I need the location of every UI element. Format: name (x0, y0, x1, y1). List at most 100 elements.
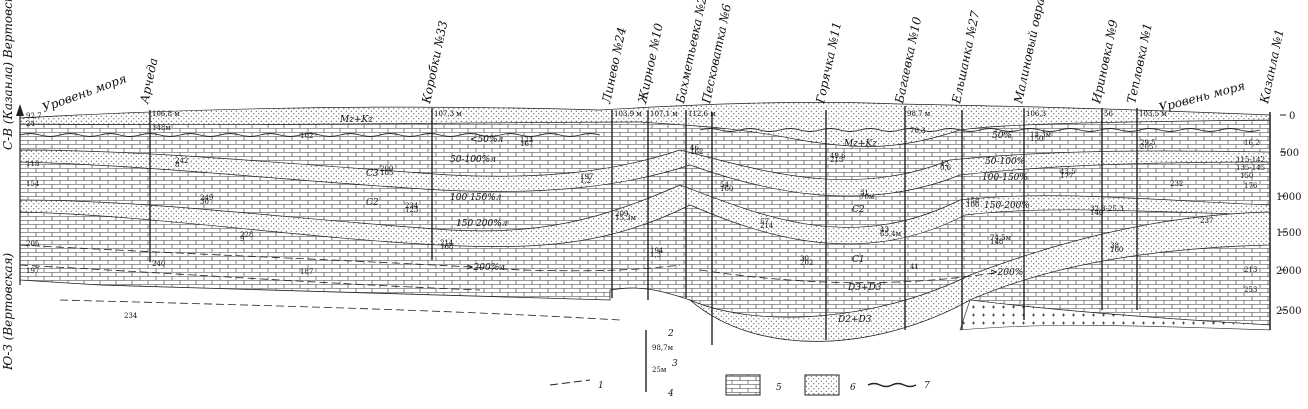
depth-tick: 1500 (1276, 228, 1301, 239)
well-label-malinovy: Малиновый овраг №1 (1011, 0, 1053, 106)
dashed-lines (19, 244, 1001, 321)
legend-num: 2 (667, 329, 674, 339)
well-elevation-irinovka: 56 (1104, 110, 1113, 118)
depth-number: 8 (175, 161, 179, 169)
well-label-elshanka: Ельшанка №27 (949, 9, 983, 105)
depth-number: 38 (1110, 242, 1119, 250)
depth-number: 187 (300, 268, 313, 276)
left-arrow-icon (16, 104, 24, 116)
depth-number: 158 (966, 197, 979, 205)
well-elevation-bagaevka: 98,7 м (907, 110, 931, 118)
zone-label: Mz+Kz (843, 139, 877, 149)
depth-number-right: 16,2 (1244, 139, 1260, 147)
svg-text:2500: 2500 (1276, 306, 1301, 317)
well-label-arcneda: Арчеда (137, 57, 160, 106)
zone-label: <50%л (470, 135, 504, 145)
depth-number: 167 (520, 140, 533, 148)
depth-number: 102 (300, 132, 313, 140)
well-label-linevo: Линево №24 (599, 26, 629, 106)
zone-label: C2 (366, 198, 379, 208)
depth-number: 150 (1030, 135, 1043, 143)
depth-tick: 2500 (1276, 306, 1301, 317)
legend-num: 6 (850, 383, 856, 393)
depth-numbers: 92,72411315420519723416,2115-142135-1451… (26, 112, 1265, 320)
depth-number: 70м (860, 193, 875, 201)
well-elevation-teplovka: 103,5 м (1139, 110, 1167, 118)
depth-number: 140 (1090, 209, 1103, 217)
legend: 1 2 98,7м 3 25м 4 5 6 7 (549, 329, 930, 399)
depth-number: 160 (720, 185, 733, 193)
legend-num: 3 (672, 359, 678, 369)
depth-number-left: 234 (124, 312, 138, 320)
svg-text:1000: 1000 (1276, 192, 1301, 203)
depth-number: 214 (440, 239, 454, 247)
depth-number: 202 (800, 259, 813, 267)
svg-text:1500: 1500 (1276, 228, 1301, 239)
depth-number: 49,6 (830, 152, 846, 160)
depth-number-right: 135-145 (1236, 164, 1265, 172)
well-label-goryachka: Горячка №11 (813, 20, 844, 105)
depth-number: 168 (440, 243, 453, 251)
legend-carbonate-swatch (725, 374, 761, 396)
depth-number: 0,6 (940, 164, 952, 172)
sea-level-right: Уровень моря (1157, 78, 1246, 114)
depth-number: 197 (580, 173, 593, 181)
title-left-bottom: Ю-З (Вертовская) (1, 252, 15, 371)
legend-wavy-line (867, 382, 917, 388)
well-elevation-korobki: 107,3 м (434, 110, 462, 118)
mzkz-layer (19, 102, 1271, 147)
well-elevation-linevo: 103,9 м (614, 110, 642, 118)
legend-elev-sample: 98,7м (652, 344, 674, 352)
zone-label: C1 (852, 255, 865, 265)
depth-number: 57 (760, 218, 769, 226)
depth-number: 234 (405, 202, 419, 210)
depth-number: 232 (1170, 180, 1183, 188)
svg-text:0: 0 (1289, 111, 1295, 122)
depth-number: 123 (405, 206, 418, 214)
depth-axis: 0 500 1000 1500 2000 2500 (1276, 111, 1301, 317)
sea-level-left: Уровень моря (40, 71, 128, 115)
well-label-korobki: Коробки №33 (419, 19, 450, 105)
zone-label: >200% (990, 268, 1023, 278)
depth-number: 30 (200, 198, 209, 206)
depth-number: 194 (650, 247, 664, 255)
well-elevation-malinovy: 106,3 (1026, 110, 1046, 118)
depth-tick: 0 (1280, 111, 1295, 122)
depth-tick: 1000 (1276, 192, 1301, 203)
well-label-irinovka: Ириновка №9 (1089, 18, 1121, 105)
well-label-kazanla: Казанла №1 (1257, 28, 1287, 106)
zone-label: C2 (852, 205, 865, 215)
depth-number-left: 113 (26, 160, 39, 168)
zone-label: 150 200%л (456, 219, 508, 229)
well-elevation-arcneda: 106,8 м (152, 110, 180, 118)
carbonate-body (19, 109, 1271, 342)
legend-depth-sample: 25м (652, 366, 667, 374)
legend-num: 7 (924, 381, 930, 391)
depth-number: 74,5м (990, 234, 1012, 242)
depth-number: 70,3 (910, 127, 926, 135)
depth-number: 213 (830, 156, 843, 164)
depth-number: 13,3м (1030, 131, 1052, 139)
depth-number: 1,2 (580, 177, 591, 185)
depth-number: 41 (910, 263, 919, 271)
depth-number: 106 (966, 201, 980, 209)
zone-label: 150-200% (984, 201, 1030, 211)
depth-tick: 500 (1280, 148, 1299, 159)
depth-number-left: 205 (26, 240, 39, 248)
zone-label: 50-100%л (450, 155, 496, 165)
depth-number: 42 (940, 160, 949, 168)
zone-label: >200%л (466, 263, 505, 273)
depth-number: 200 (380, 165, 393, 173)
depth-number: 228 (240, 231, 253, 239)
well-label-zhirnoe: Жирное №10 (635, 22, 666, 106)
well-elevation-zhirnoe: 107,1 м (650, 110, 678, 118)
depth-number-left: 92,7 (26, 112, 42, 120)
depth-number: 209 (615, 210, 628, 218)
well-labels: Арчеда 106,8 м Коробки №33 107,3 м Линево №2… (137, 0, 1287, 118)
depth-number: 249 (200, 194, 213, 202)
depth-number: 54 (720, 181, 729, 189)
well-label-teplovka: Тепловка №1 (1124, 22, 1155, 105)
depth-number: 162 (690, 148, 703, 156)
